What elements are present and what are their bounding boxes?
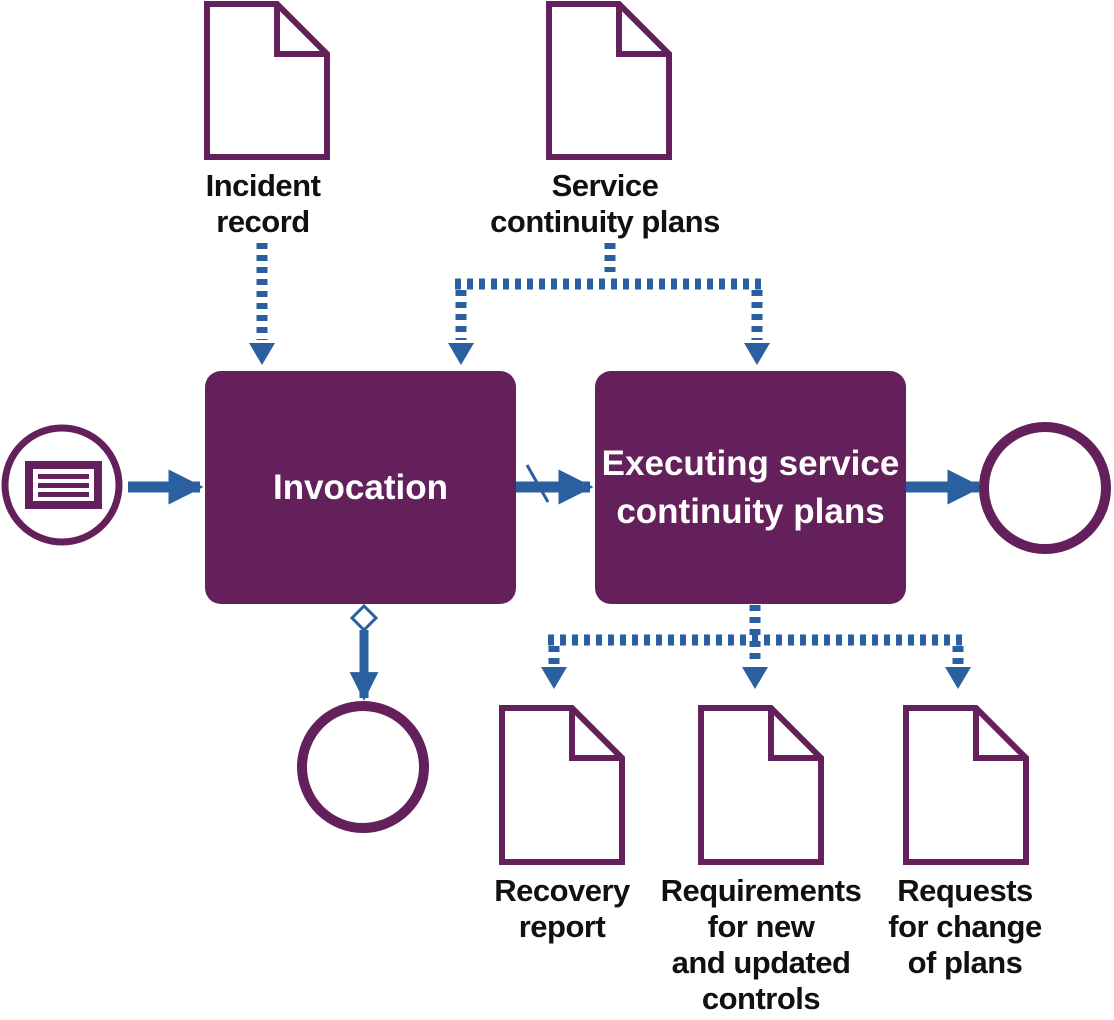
document-icon xyxy=(903,705,1029,865)
end-event-icon xyxy=(979,422,1111,554)
document-icon xyxy=(546,1,672,160)
label-line: Recovery xyxy=(494,873,630,908)
label-line: Incident xyxy=(205,168,321,203)
label-line: and updated xyxy=(671,945,851,980)
invocation-label-line: Invocation xyxy=(272,467,449,507)
service-continuity-plans-label: Service continuity plans xyxy=(455,168,755,240)
incident-record-label: Incident record xyxy=(163,168,363,240)
data-association-service-plans xyxy=(448,243,770,365)
recovery-report-label: Recovery report xyxy=(472,873,652,945)
message-start-event-icon xyxy=(1,424,123,546)
document-icon xyxy=(698,705,824,865)
label-line: of plans xyxy=(907,945,1023,980)
label-line: for change xyxy=(888,909,1042,944)
data-association-outputs xyxy=(541,605,971,689)
invocation-label: Invocation xyxy=(205,371,516,604)
document-icon xyxy=(499,705,625,865)
label-line: report xyxy=(518,909,606,944)
end-event-icon xyxy=(297,701,429,833)
executing-plans-label: Executing service continuity plans xyxy=(595,371,906,604)
executing-plans-label-line: Executing service xyxy=(601,443,900,483)
label-line: record xyxy=(216,204,310,239)
label-line: controls xyxy=(701,981,821,1016)
label-line: for new xyxy=(707,909,815,944)
label-line: Requirements xyxy=(660,873,862,908)
label-line: Service xyxy=(551,168,659,203)
sequence-flow-default xyxy=(516,464,594,505)
document-icon xyxy=(204,1,330,160)
label-line: continuity plans xyxy=(490,204,720,239)
executing-plans-label-line: continuity plans xyxy=(616,491,885,531)
executing-plans-task xyxy=(595,371,906,604)
requirements-label: Requirements for new and updated control… xyxy=(656,873,866,1017)
requests-for-change-label: Requests for change of plans xyxy=(875,873,1055,981)
data-association-incident xyxy=(249,243,275,365)
conditional-sequence-flow xyxy=(349,603,379,701)
invocation-task xyxy=(205,371,516,604)
label-line: Requests xyxy=(897,873,1033,908)
